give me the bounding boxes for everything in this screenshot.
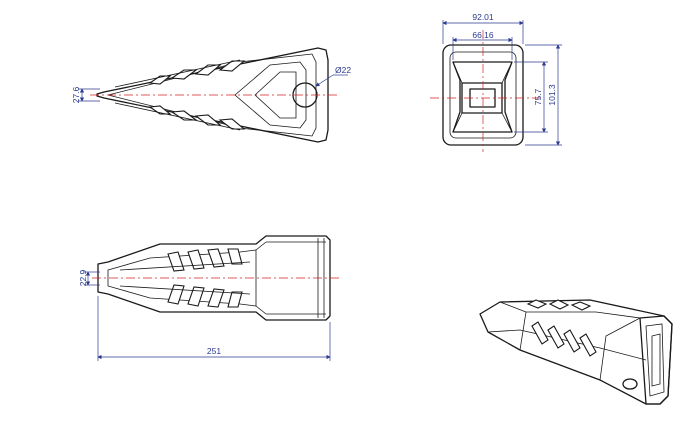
side-view — [84, 235, 340, 361]
inner-width-label: 66.16 — [472, 30, 494, 40]
outer-height-label: 101.3 — [547, 84, 557, 106]
inner-height-label: 75.7 — [533, 88, 543, 105]
hole-diameter-label: Ø22 — [335, 65, 351, 75]
top-tip-height-label: 27.6 — [71, 86, 81, 103]
front-view — [430, 20, 562, 152]
side-tip-height-label: 22.9 — [78, 269, 88, 286]
pin-hole-iso — [622, 378, 638, 390]
overall-length-label: 251 — [207, 346, 221, 356]
isometric-view — [479, 299, 673, 405]
outer-width-label: 92.01 — [472, 12, 494, 22]
top-view — [78, 47, 348, 143]
